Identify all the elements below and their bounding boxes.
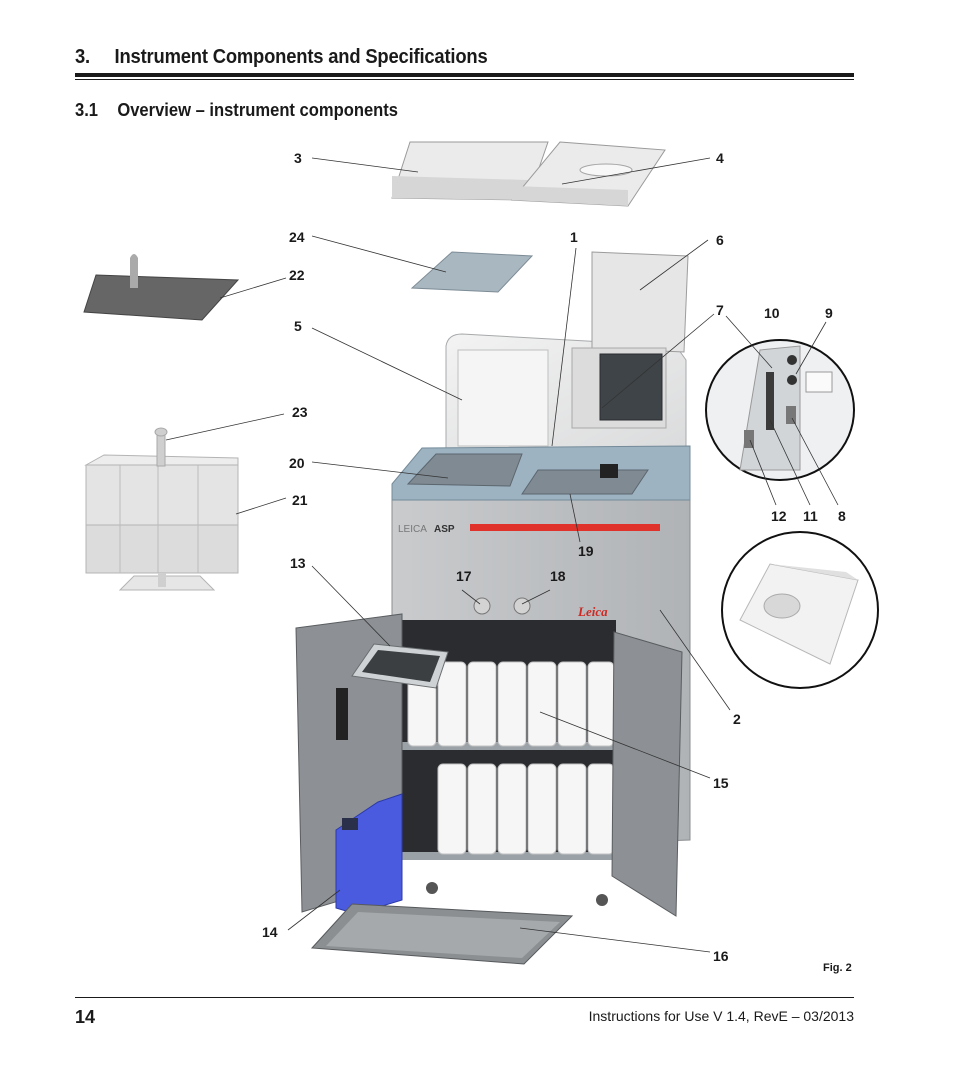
drip-tray xyxy=(310,903,574,965)
brand-logo: Leica xyxy=(577,604,608,619)
figure-label: Fig. 2 xyxy=(823,962,852,974)
callout-8: 8 xyxy=(838,508,846,524)
carbon-filter-drawer xyxy=(336,643,449,740)
header-rule-thick xyxy=(75,73,854,77)
reagent-bottles-lower xyxy=(437,763,615,855)
callout-14: 14 xyxy=(262,924,278,940)
callout-6: 6 xyxy=(716,232,724,248)
callout-19: 19 xyxy=(578,543,594,559)
cover-right xyxy=(510,141,666,207)
callout-24: 24 xyxy=(289,229,305,245)
callout-11: 11 xyxy=(803,508,818,524)
chapter-title: Instrument Components and Specifications xyxy=(114,46,488,68)
callout-2: 2 xyxy=(733,711,741,727)
stacked-baskets xyxy=(84,427,239,591)
footer-rule xyxy=(75,997,854,998)
callout-13: 13 xyxy=(290,555,306,571)
instrument-components-figure: LEICA ASP Leica xyxy=(83,141,879,965)
callout-1: 1 xyxy=(570,229,578,245)
callout-3: 3 xyxy=(294,150,302,166)
detail-io-panel xyxy=(705,339,855,481)
callout-21: 21 xyxy=(292,492,308,508)
accent-stripe xyxy=(470,524,660,531)
caster-wheel xyxy=(596,894,608,906)
footer-document-info: Instructions for Use V 1.4, RevE – 03/20… xyxy=(588,1008,854,1024)
chapter-heading: 3. Instrument Components and Specificatio… xyxy=(75,46,488,69)
screen-mat xyxy=(83,254,240,321)
callout-16: 16 xyxy=(713,948,729,964)
leader-lines xyxy=(165,157,839,953)
model-name: ASP xyxy=(434,524,455,535)
callout-22: 22 xyxy=(289,267,305,283)
detail-retort-sensor xyxy=(721,531,879,689)
callout-5: 5 xyxy=(294,318,302,334)
callout-9: 9 xyxy=(825,305,833,321)
section-heading: 3.1 Overview – instrument components xyxy=(75,100,398,121)
callout-17: 17 xyxy=(456,568,472,584)
caster-wheel xyxy=(426,882,438,894)
callout-4: 4 xyxy=(716,150,724,166)
cover-left xyxy=(391,141,549,201)
callout-10: 10 xyxy=(764,305,780,321)
callout-20: 20 xyxy=(289,455,305,471)
header-rule-thin xyxy=(75,79,854,80)
callout-15: 15 xyxy=(713,775,729,791)
retort-lid-insert xyxy=(410,251,534,293)
callout-12: 12 xyxy=(771,508,787,524)
condensate-canister xyxy=(335,793,403,915)
callout-7: 7 xyxy=(716,302,724,318)
section-title: Overview – instrument components xyxy=(117,100,398,120)
section-number: 3.1 xyxy=(75,100,99,120)
model-prefix: LEICA xyxy=(398,524,427,535)
reagent-bottles-upper xyxy=(407,661,615,747)
callout-23: 23 xyxy=(292,404,308,420)
chapter-number: 3. xyxy=(75,46,90,68)
callout-18: 18 xyxy=(550,568,566,584)
page-number: 14 xyxy=(75,1007,96,1027)
right-door xyxy=(611,631,683,917)
